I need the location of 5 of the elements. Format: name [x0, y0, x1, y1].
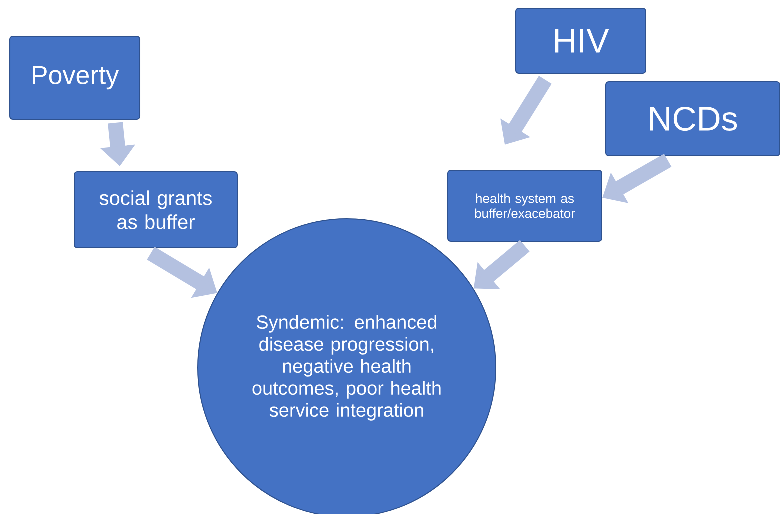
box: health system as buffer/exacebator	[448, 170, 602, 242]
box: HIV	[516, 8, 646, 74]
box: social grants as buffer	[74, 172, 238, 248]
box: NCDs	[606, 82, 780, 156]
box: Poverty	[10, 36, 140, 120]
